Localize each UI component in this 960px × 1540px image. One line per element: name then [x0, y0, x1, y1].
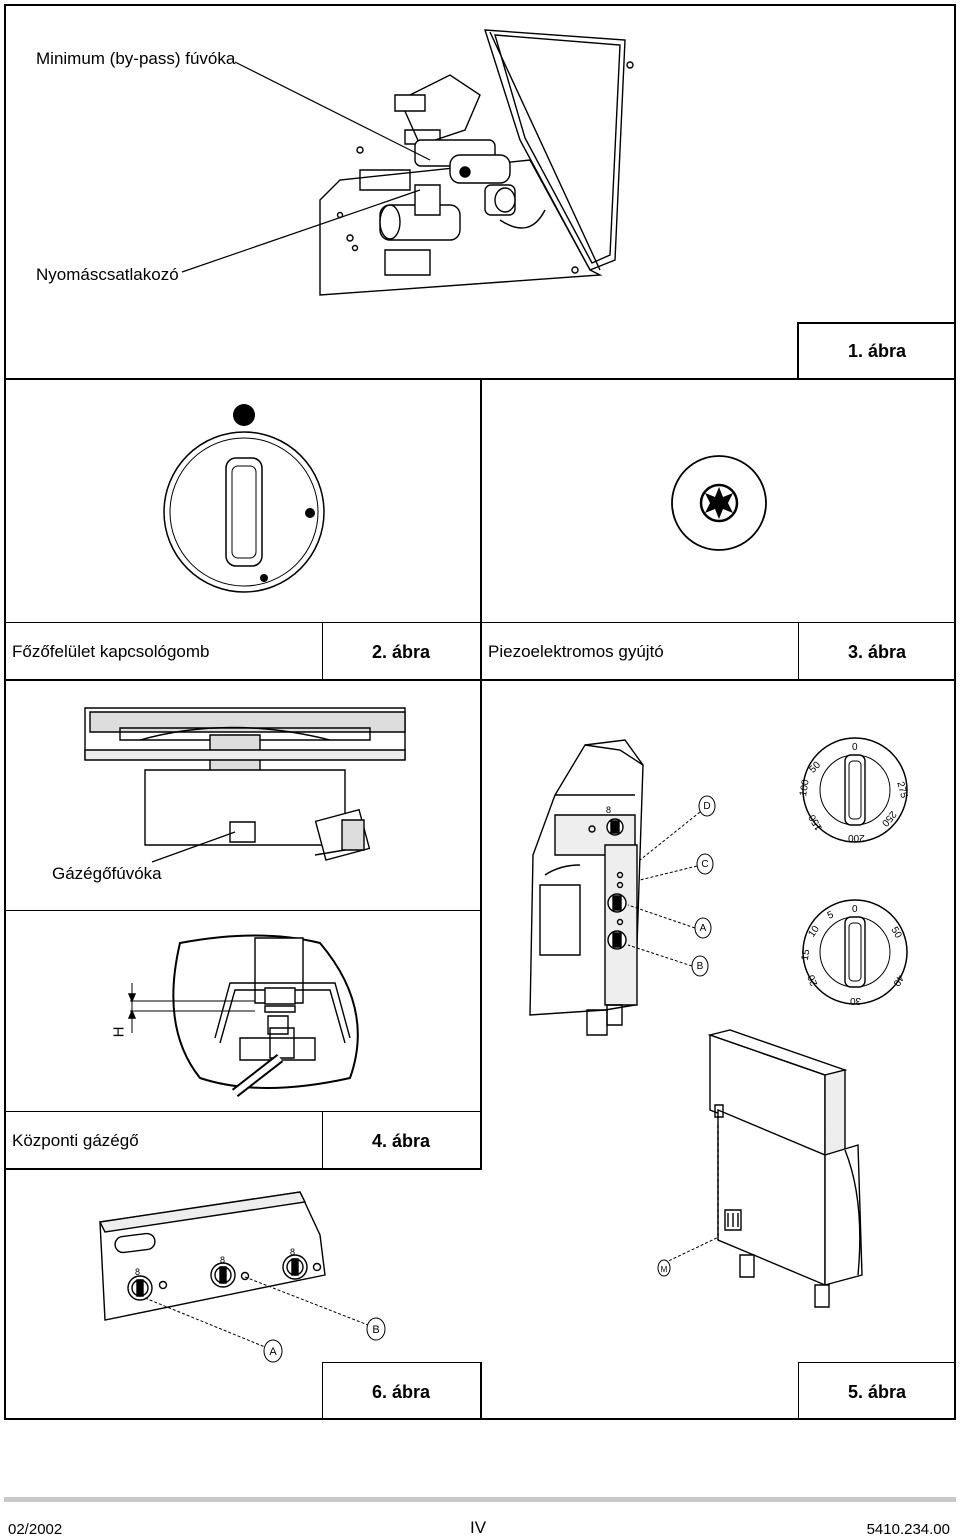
fig4-burner-drawing [110, 928, 380, 1098]
row2-caption-sep1 [322, 622, 323, 680]
fig5-caption: 5. ábra [847, 1382, 907, 1402]
fig6-caption-right [480, 1362, 482, 1420]
label-hob-knob: Főzőfelület kapcsológomb [12, 642, 210, 661]
gas-jet-drawing [80, 700, 420, 875]
thermo-scale-0: 0 [852, 742, 858, 753]
label-pressure-connector: Nyomáscsatlakozó [36, 265, 179, 284]
fig6-knob-mark-3: 8 [290, 1247, 296, 1257]
left-column-divider [480, 679, 482, 1169]
gas-jet-leader-line [0, 0, 480, 900]
fig2-knob-drawing [160, 404, 330, 600]
caption-box-left [797, 322, 799, 380]
callout-m: M [660, 1265, 668, 1274]
fig4-caption-sep [322, 1111, 323, 1169]
fig4-divider [4, 1168, 482, 1170]
callout-d: D [703, 801, 711, 812]
fig6-leader-lines [0, 0, 480, 1370]
footer-date: 02/2002 [8, 1521, 63, 1538]
fig6-caption: 6. ábra [371, 1382, 431, 1402]
fig5-knob-mark: 8 [606, 805, 612, 815]
callout-a-fig5: A [699, 923, 707, 934]
fig6-panel-drawing [95, 1190, 335, 1320]
fig6-caption-left [322, 1362, 323, 1420]
callout-b-fig6: B [372, 1324, 380, 1336]
footer-doc-number: 5410.234.00 [866, 1521, 950, 1538]
gas-jet-divider [4, 910, 481, 911]
fig6-caption-top [322, 1362, 482, 1363]
thermo-scale-200: 200 [848, 832, 865, 843]
footer-page-number: IV [470, 1518, 487, 1537]
fig4-caption: 4. ábra [371, 1131, 431, 1151]
fig2-caption: 2. ábra [371, 642, 431, 662]
caption-box-top [798, 322, 956, 324]
row2-divider-vertical [480, 378, 482, 682]
row2-caption-sep2 [798, 622, 799, 680]
fig1-nozzle-drawing [300, 20, 660, 310]
fig6-knob-mark-1: 8 [135, 1267, 141, 1277]
fig5-cabinet-drawing [700, 1030, 865, 1310]
label-bypass-nozzle: Minimum (by-pass) fúvóka [36, 49, 236, 68]
fig5-panel-drawing [525, 735, 645, 1045]
callout-c: C [701, 859, 709, 870]
fig4-caption-top [4, 1111, 481, 1112]
fig1-caption: 1. ábra [847, 341, 907, 361]
fig5-leader-lines [0, 0, 960, 1300]
fig5-caption-left [798, 1362, 799, 1420]
fig6-knob-mark-2: 8 [220, 1255, 226, 1265]
timer-scale-30: 30 [850, 995, 862, 1006]
timer-knob-drawing [800, 897, 910, 1007]
fig1-leader-lines [0, 0, 960, 380]
callout-b-fig5: B [696, 961, 704, 972]
fig3-caption: 3. ábra [847, 642, 907, 662]
row2-caption-top [4, 622, 956, 623]
thermostat-knob-drawing [800, 735, 910, 845]
timer-scale-0: 0 [852, 904, 858, 915]
fig5-caption-top [798, 1362, 956, 1363]
footer-rule [4, 1497, 956, 1502]
label-piezo-igniter: Piezoelektromos gyújtó [488, 642, 664, 661]
label-central-burner: Központi gázégő [12, 1131, 139, 1150]
fig3-piezo-drawing [670, 455, 770, 555]
thermo-scale-100: 100 [797, 778, 812, 798]
label-gas-burner-jet: Gázégőfúvóka [52, 864, 162, 883]
callout-a-fig6: A [269, 1346, 277, 1358]
